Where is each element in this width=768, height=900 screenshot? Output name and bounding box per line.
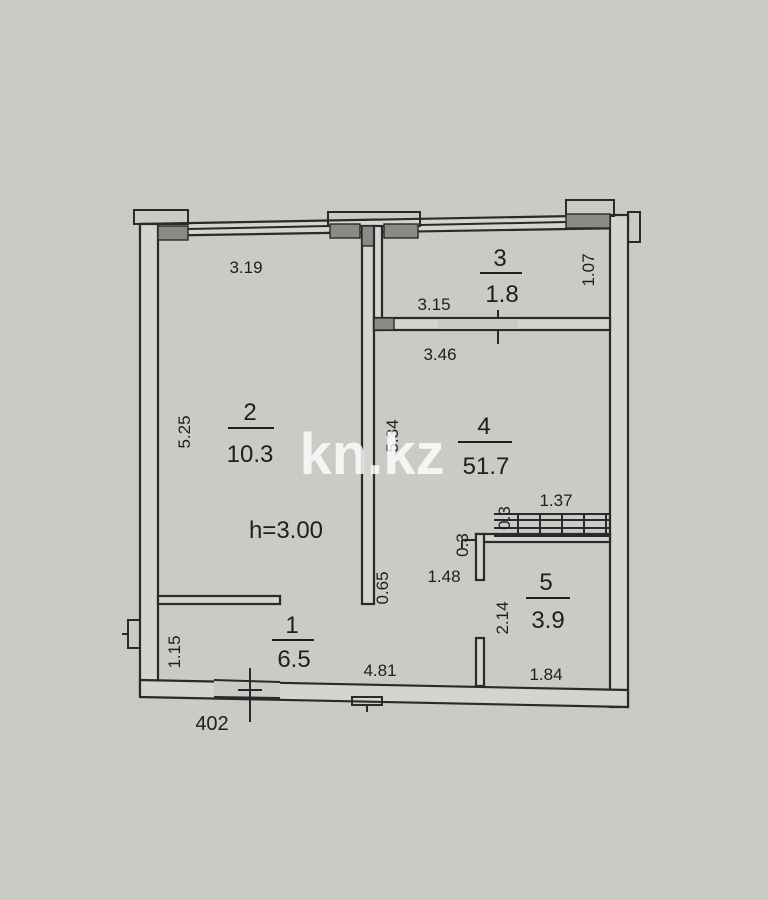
room-4-area: 51.7 [463,453,510,480]
bottom-vent-marker [351,696,383,712]
dim-1-15: 1.15 [165,635,184,668]
dim-0-3-upper: 0.3 [495,506,514,530]
room-2-number: 2 [243,399,256,426]
dim-0-65: 0.65 [373,571,392,604]
room-4-number: 4 [477,413,490,440]
room-1-label: 1 6.5 [272,612,314,673]
room-3-number: 3 [493,245,506,272]
dim-1-37: 1.37 [539,491,572,510]
dim-5-34: 5.34 [383,419,402,452]
dimension-labels: 3.19 5.25 5.34 3.15 3.46 1.07 1.37 0.3 0… [165,253,598,735]
dim-3-19: 3.19 [229,258,262,277]
room-3-area: 1.8 [485,281,518,308]
room-3-label: 3 1.8 [480,245,522,308]
entrance-door [213,668,281,722]
room-1-number: 1 [285,612,298,639]
room-2-label: 2 10.3 [227,399,274,468]
dim-1-07: 1.07 [579,253,598,286]
dim-0-3-lower: 0.3 [453,533,472,557]
room-5-label: 5 3.9 [526,569,570,634]
room-5-number: 5 [539,569,552,596]
dim-2-14: 2.14 [493,601,512,634]
watermark-logo: kn.kz [299,422,444,487]
dim-5-25: 5.25 [175,415,194,448]
room-5-area: 3.9 [531,607,564,634]
dim-3-46: 3.46 [423,345,456,364]
ceiling-height-label: h=3.00 [249,517,323,544]
room-1-area: 6.5 [277,646,310,673]
room-4-label: 4 51.7 [458,413,512,480]
room-2-area: 10.3 [227,441,274,468]
left-wall-marker [122,619,141,649]
dim-1-84: 1.84 [529,665,562,684]
window-frames [133,199,641,243]
dim-1-48: 1.48 [427,567,460,586]
dim-402: 402 [195,713,228,735]
dim-4-81: 4.81 [363,661,396,680]
dim-3-15: 3.15 [417,295,450,314]
interior-walls [156,224,612,688]
